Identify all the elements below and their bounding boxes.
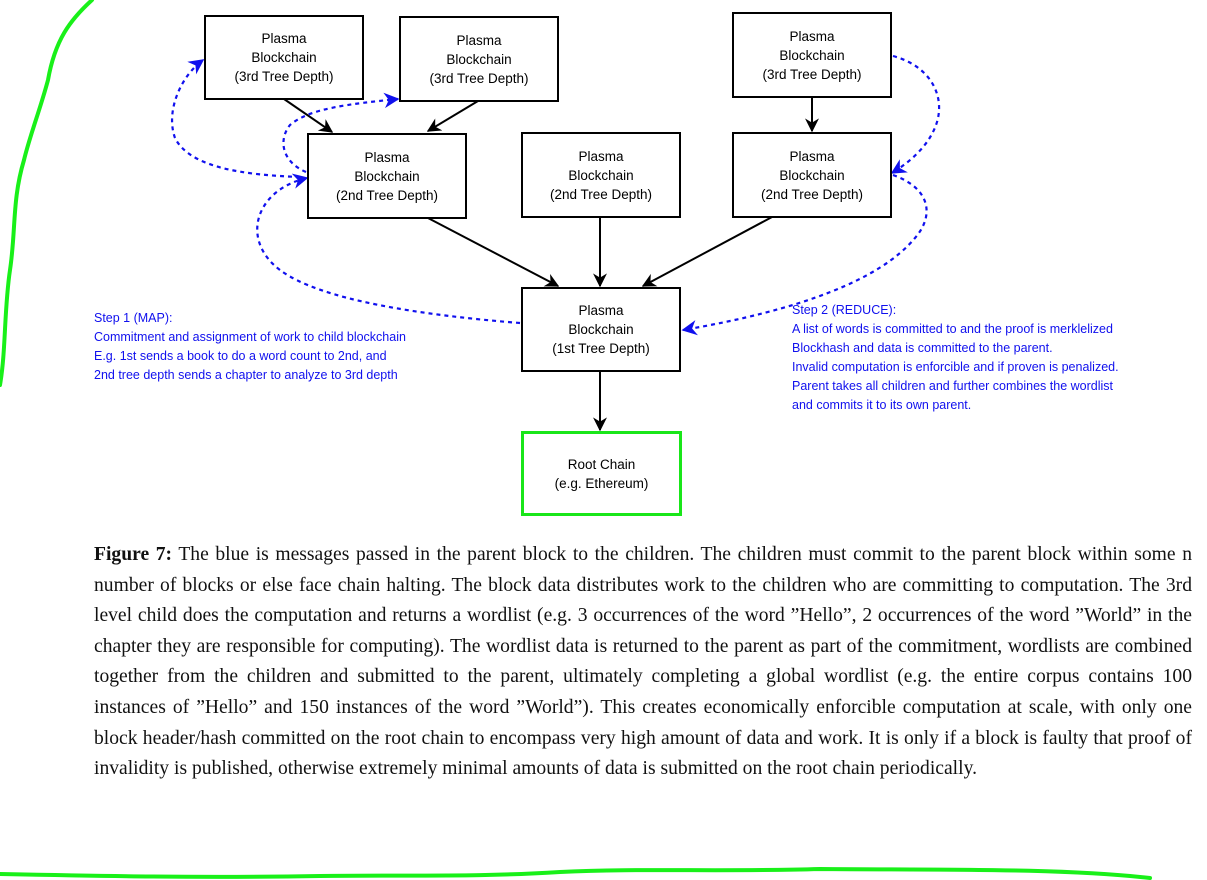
node-plasma-2nd-depth-middle: Plasma Blockchain (2nd Tree Depth) [521,132,681,218]
node-line: Plasma [789,148,835,164]
node-line: Plasma [261,31,307,46]
message-arrow-t2left-to-t3left [170,59,301,179]
node-line: (e.g. Ethereum) [554,475,649,491]
step1-map-note: Step 1 (MAP): Commitment and assignment … [94,309,406,385]
node-line: (2nd Tree Depth) [760,186,864,202]
step1-line: E.g. 1st sends a book to do a word count… [94,349,387,363]
step2-reduce-note: Step 2 (REDUCE): A list of words is comm… [792,301,1119,415]
node-plasma-3rd-depth-left: Plasma Blockchain (3rd Tree Depth) [204,15,364,100]
step1-line: Commitment and assignment of work to chi… [94,330,406,344]
node-line: (3rd Tree Depth) [762,66,862,82]
step2-line: and commits it to its own parent. [792,398,972,412]
node-line: Plasma [789,28,835,44]
node-plasma-2nd-depth-right: Plasma Blockchain (2nd Tree Depth) [732,132,892,218]
node-plasma-1st-depth: Plasma Blockchain (1st Tree Depth) [521,287,681,372]
arrow-t3mid-to-t2left [426,100,479,132]
node-line: (1st Tree Depth) [552,341,650,356]
node-line: (2nd Tree Depth) [335,187,439,203]
node-line: Plasma [578,303,624,318]
node-line: Blockchain [779,47,845,63]
node-root-chain: Root Chain (e.g. Ethereum) [521,431,682,516]
figure-caption: Figure 7: The blue is messages passed in… [94,540,1192,785]
step1-line: 2nd tree depth sends a chapter to analyz… [94,368,398,382]
node-plasma-3rd-depth-middle: Plasma Blockchain (3rd Tree Depth) [399,16,559,102]
message-arrow-t2left-to-t3mid [282,92,400,174]
annotation-marker-left [0,0,94,387]
arrow-t3left-to-t2left [283,98,334,133]
message-arrow-t3right-to-t2right [890,54,941,174]
node-line: Blockchain [446,51,512,67]
node-plasma-2nd-depth-left: Plasma Blockchain (2nd Tree Depth) [307,133,467,219]
step2-title: Step 2 (REDUCE): [792,303,897,317]
step2-line: Invalid computation is enforcible and if… [792,360,1119,374]
node-plasma-3rd-depth-right: Plasma Blockchain (3rd Tree Depth) [732,12,892,98]
node-line: Blockchain [354,168,420,184]
node-line: Plasma [456,32,502,48]
step1-title: Step 1 (MAP): [94,311,173,325]
node-line: (3rd Tree Depth) [234,69,334,84]
caption-label: Figure 7: [94,544,173,565]
arrow-t2right-to-t1 [641,216,773,287]
node-line: (3rd Tree Depth) [429,70,529,86]
step2-line: Parent takes all children and further co… [792,379,1113,393]
step2-line: A list of words is committed to and the … [792,322,1113,336]
arrow-t2left-to-t1 [427,217,560,287]
message-arrow-t1-to-t2left [256,173,521,325]
annotation-marker-bottom [0,866,1152,880]
node-line: Blockchain [251,50,317,65]
step2-line: Blockhash and data is committed to the p… [792,341,1053,355]
caption-text: The blue is messages passed in the paren… [94,544,1192,780]
node-line: Plasma [364,149,410,165]
node-line: (2nd Tree Depth) [549,186,653,202]
node-line: Blockchain [568,167,634,183]
node-line: Blockchain [568,322,634,337]
node-line: Plasma [578,148,624,164]
node-line: Root Chain [567,456,636,472]
node-line: Blockchain [779,167,845,183]
